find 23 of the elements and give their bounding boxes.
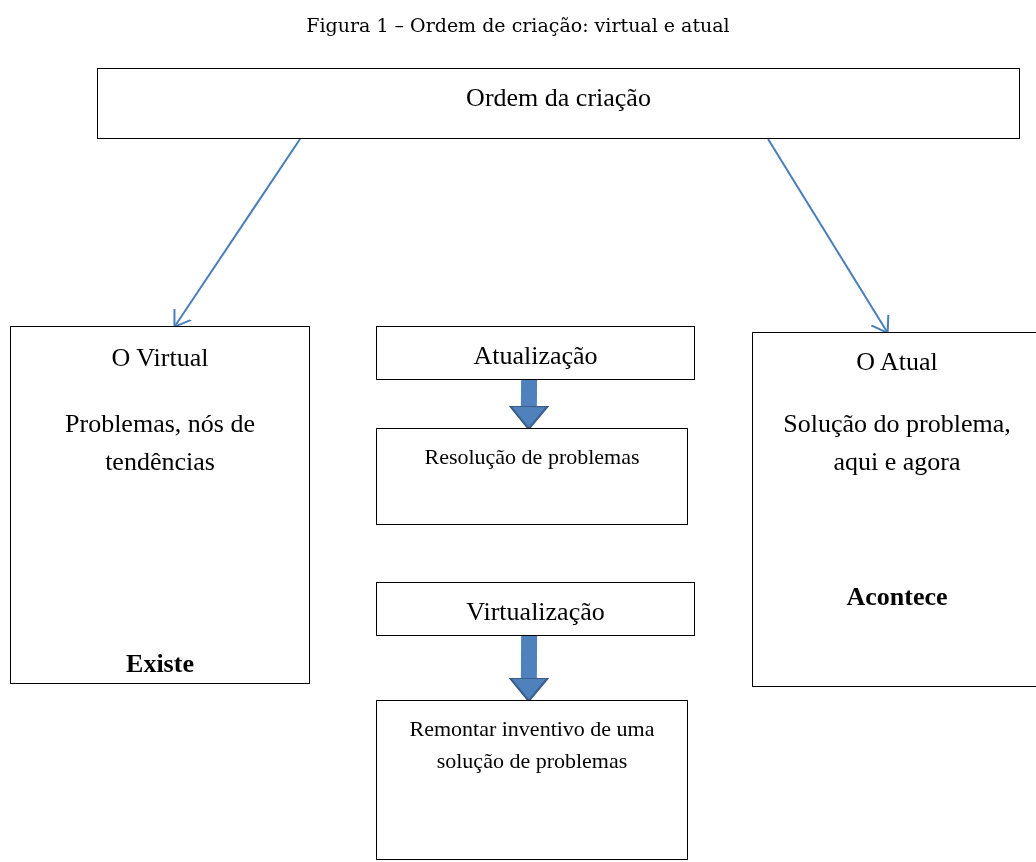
box-heading: O Virtual xyxy=(110,342,210,374)
text-box xyxy=(376,582,695,636)
text-box xyxy=(376,326,695,380)
block-arrow xyxy=(508,635,549,702)
box-text: Problemas, nós de tendências xyxy=(64,408,256,478)
figure-title: Figura 1 – Ordem de criação: virtual e atual xyxy=(305,14,731,36)
text-box xyxy=(376,428,688,525)
text-box xyxy=(10,326,310,684)
text-box xyxy=(376,700,688,860)
arrow xyxy=(173,138,302,328)
arrow xyxy=(767,138,890,334)
box-text: Acontece xyxy=(845,581,949,613)
box-text: Resolução de problemas xyxy=(423,443,641,471)
box-text: Virtualização xyxy=(465,596,606,628)
box-text: Existe xyxy=(125,648,195,680)
box-text: Solução do problema, aqui e agora xyxy=(782,408,1012,478)
text-box xyxy=(752,332,1036,687)
box-heading: O Atual xyxy=(855,346,939,378)
box-text: Ordem da criação xyxy=(465,82,652,114)
box-text: Remontar inventivo de uma solução de problemas xyxy=(408,715,656,775)
box-text: Atualização xyxy=(472,340,599,372)
block-arrow xyxy=(508,379,549,430)
text-box xyxy=(97,68,1020,139)
